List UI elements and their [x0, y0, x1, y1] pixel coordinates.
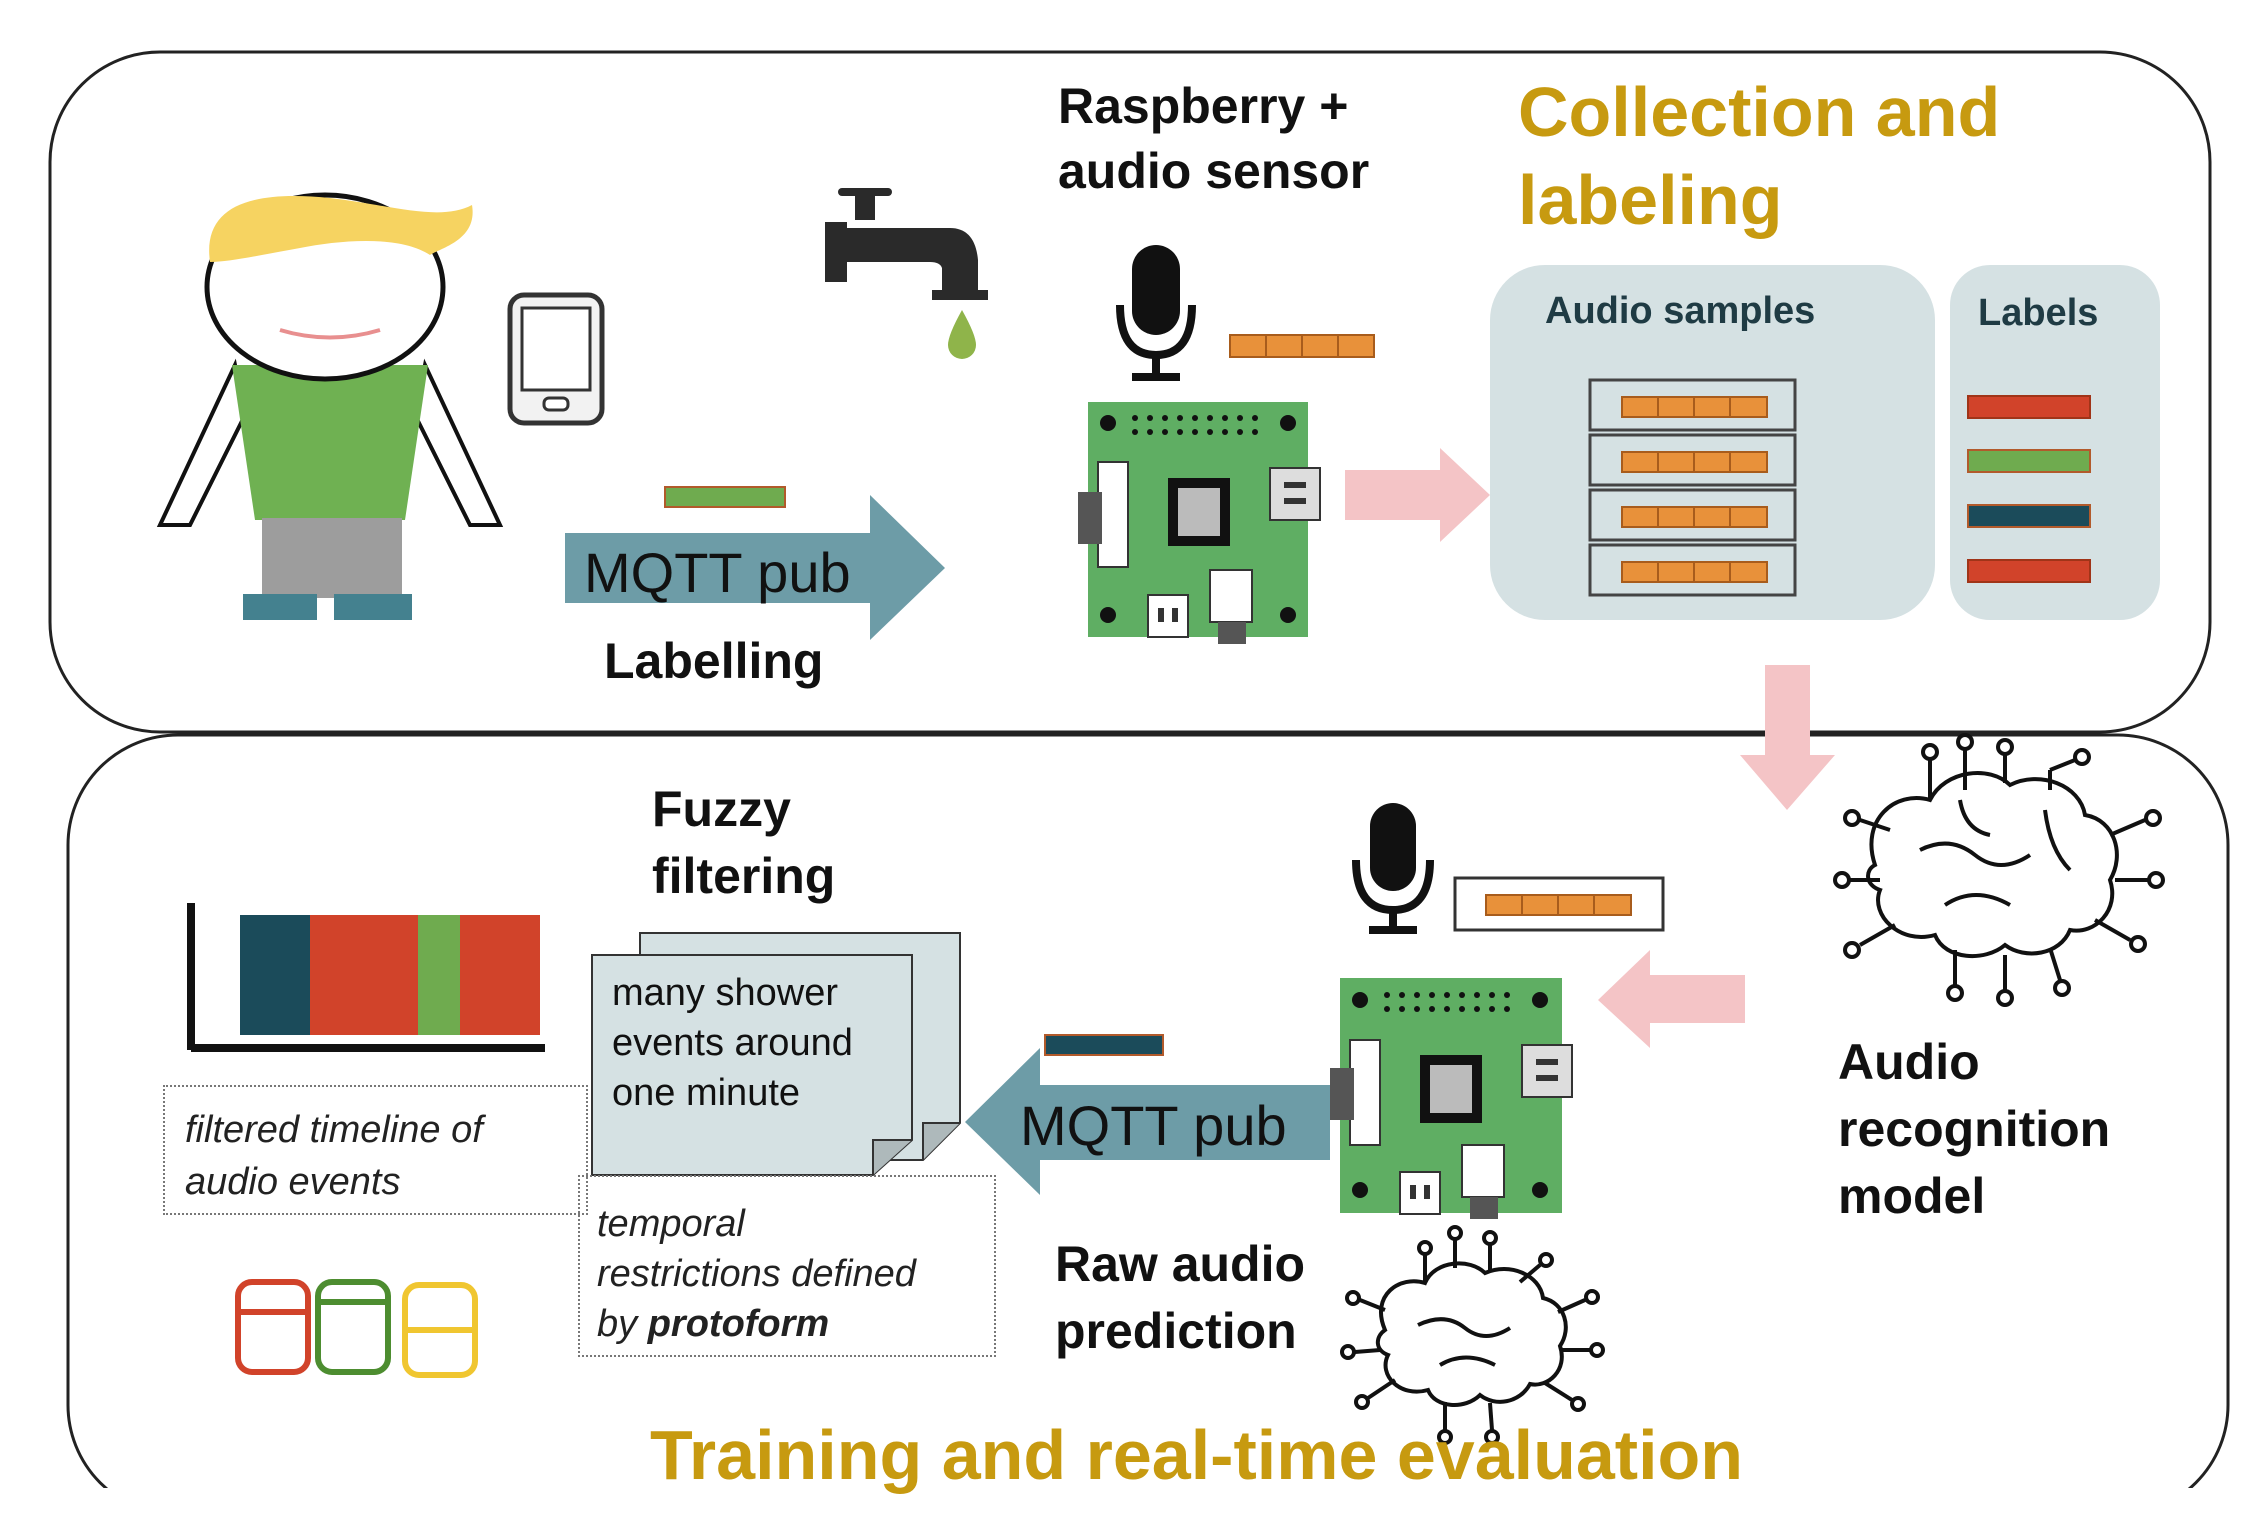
temporal-note-protoform: protoform	[647, 1303, 830, 1345]
mqtt-arrow-bottom	[965, 1048, 1330, 1195]
pink-arrow-left	[1598, 950, 1745, 1048]
raspberry-label-line2: audio sensor	[1058, 143, 1370, 199]
collection-section-frame	[48, 50, 2212, 734]
raw-prediction-line2: prediction	[1055, 1303, 1297, 1359]
fuzzy-doc-line3: one minute	[612, 1072, 801, 1114]
raspberry-label-line1: Raspberry +	[1058, 78, 1349, 134]
bottom-clip	[0, 1488, 2266, 1535]
mqtt-pub-top-label: MQTT pub	[584, 541, 851, 604]
temporal-note-by: by	[597, 1303, 648, 1345]
labelling-label: Labelling	[604, 633, 824, 689]
brain-icon-small	[1340, 1225, 1605, 1445]
label-message-green	[664, 486, 786, 508]
temporal-note-box	[578, 1175, 996, 1357]
mqtt-arrow-top	[565, 495, 945, 640]
prediction-message-teal	[1044, 1034, 1164, 1056]
fuzzy-label-line2: filtering	[652, 848, 836, 904]
pink-arrow-right	[1345, 448, 1490, 542]
temporal-note-line1: temporal	[597, 1203, 745, 1245]
model-label-line3: model	[1838, 1168, 1986, 1224]
fuzzy-doc-line2: events around	[612, 1022, 853, 1064]
audio-strip-top	[1229, 334, 1375, 358]
temporal-note-line2: restrictions defined	[597, 1253, 916, 1295]
microphone-icon-bottom	[1352, 803, 1434, 934]
collection-title-line2: labeling	[1518, 161, 1783, 239]
collection-title-line1: Collection and	[1518, 73, 2001, 151]
timeline-note-box	[163, 1085, 588, 1215]
model-label-line2: recognition	[1838, 1101, 2111, 1157]
brain-icon-large	[1833, 733, 2165, 1007]
labels-header: Labels	[1978, 292, 2099, 334]
microphone-icon-top	[1116, 245, 1196, 381]
pink-arrow-down	[1740, 665, 1835, 810]
protoform-icons	[235, 1279, 478, 1378]
timeline-note-line1: filtered timeline of	[185, 1109, 483, 1151]
training-title: Training and real-time evaluation	[650, 1416, 1744, 1494]
audio-samples-header: Audio samples	[1545, 290, 1816, 332]
labels-panel	[1950, 265, 2160, 620]
tap-icon	[825, 188, 988, 359]
audio-strip-bottom	[1453, 876, 1665, 932]
model-label-line1: Audio	[1838, 1034, 1980, 1090]
person-icon	[156, 192, 504, 620]
raw-prediction-line1: Raw audio	[1055, 1236, 1306, 1292]
temporal-note-line3: by protoform	[597, 1298, 829, 1350]
raspberry-board-icon-bottom	[1330, 978, 1573, 1219]
fuzzy-document-icon	[591, 932, 961, 1176]
fuzzy-label-line1: Fuzzy	[652, 781, 791, 837]
audio-samples-panel	[1490, 265, 1935, 620]
phone-icon	[507, 292, 605, 426]
fuzzy-doc-line1: many shower	[612, 972, 838, 1014]
timeline-note-line2: audio events	[185, 1161, 401, 1203]
mqtt-pub-bottom-label: MQTT pub	[1020, 1094, 1287, 1157]
timeline-chart-icon	[187, 903, 545, 1052]
raspberry-board-icon-top	[1078, 402, 1321, 644]
